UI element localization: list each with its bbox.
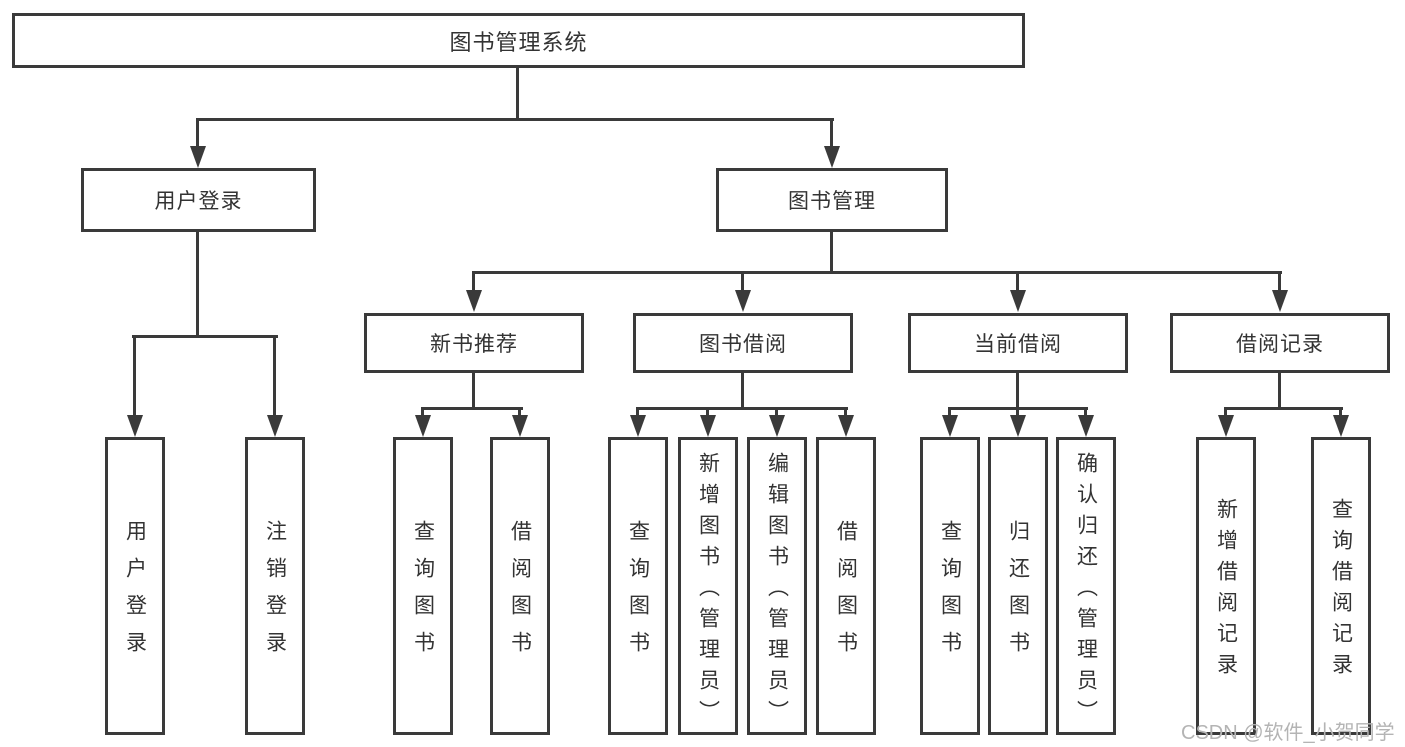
connector-line	[636, 407, 848, 410]
connector-arrowhead	[1272, 290, 1288, 312]
connector-line	[273, 335, 276, 415]
leaf-query-book-3-label: 查询图书	[938, 520, 962, 668]
connector-line	[775, 407, 778, 417]
connector-line	[948, 407, 1088, 410]
leaf-query-book-2: 查询图书	[608, 437, 668, 735]
connector-line	[421, 407, 523, 410]
leaf-borrow-book: 借阅图书	[490, 437, 550, 735]
node-book-management-label: 图书管理	[788, 190, 876, 213]
connector-line	[196, 118, 834, 121]
connector-line	[518, 407, 521, 417]
connector-line	[1278, 373, 1281, 407]
connector-line	[196, 232, 199, 335]
connector-line	[421, 407, 424, 417]
leaf-query-borrow-record-label: 查询借阅记录	[1329, 498, 1353, 684]
node-library-system-label: 图书管理系统	[449, 29, 588, 55]
node-borrow-records-label: 借阅记录	[1236, 333, 1324, 356]
leaf-edit-book-admin-label: 编辑图书（管理员）	[765, 451, 789, 731]
leaf-return-book-label: 归还图书	[1006, 520, 1030, 668]
connector-line	[472, 271, 475, 291]
leaf-add-borrow-record: 新增借阅记录	[1196, 437, 1256, 735]
connector-arrowhead	[630, 415, 646, 437]
node-book-borrowing: 图书借阅	[633, 313, 853, 373]
leaf-user-login-label: 用户登录	[123, 520, 147, 668]
node-user-login-label: 用户登录	[154, 190, 243, 213]
connector-arrowhead	[512, 415, 528, 437]
connector-line	[1084, 407, 1087, 417]
leaf-add-book-admin-label: 新增图书（管理员）	[696, 451, 720, 731]
connector-line	[1278, 271, 1281, 291]
connector-line	[1016, 271, 1019, 291]
connector-line	[741, 271, 744, 291]
connector-line	[1224, 407, 1343, 410]
connector-arrowhead	[700, 415, 716, 437]
leaf-add-borrow-record-label: 新增借阅记录	[1214, 498, 1238, 684]
leaf-logout: 注销登录	[245, 437, 305, 735]
leaf-edit-book-admin: 编辑图书（管理员）	[747, 437, 807, 735]
node-current-borrowing-label: 当前借阅	[974, 333, 1062, 356]
connector-line	[132, 335, 278, 338]
node-book-borrowing-label: 图书借阅	[699, 333, 787, 356]
connector-line	[1016, 373, 1019, 407]
leaf-query-borrow-record: 查询借阅记录	[1311, 437, 1371, 735]
connector-line	[830, 232, 833, 271]
connector-line	[133, 335, 136, 415]
connector-line	[1016, 407, 1019, 417]
connector-arrowhead	[1333, 415, 1349, 437]
connector-arrowhead	[190, 146, 206, 168]
node-new-book-recommend: 新书推荐	[364, 313, 584, 373]
leaf-user-login: 用户登录	[105, 437, 165, 735]
connector-arrowhead	[1010, 290, 1026, 312]
connector-line	[516, 68, 519, 118]
node-new-book-recommend-label: 新书推荐	[430, 333, 518, 356]
connector-arrowhead	[735, 290, 751, 312]
node-current-borrowing: 当前借阅	[908, 313, 1128, 373]
leaf-add-book-admin: 新增图书（管理员）	[678, 437, 738, 735]
connector-line	[636, 407, 639, 417]
node-book-management: 图书管理	[716, 168, 948, 232]
connector-line	[1339, 407, 1342, 417]
connector-arrowhead	[466, 290, 482, 312]
connector-arrowhead	[769, 415, 785, 437]
node-library-system: 图书管理系统	[12, 13, 1025, 68]
connector-line	[741, 373, 744, 407]
connector-line	[844, 407, 847, 417]
connector-arrowhead	[1078, 415, 1094, 437]
connector-arrowhead	[824, 146, 840, 168]
leaf-query-book-3: 查询图书	[920, 437, 980, 735]
connector-arrowhead	[127, 415, 143, 437]
leaf-query-book-label: 查询图书	[411, 520, 435, 668]
connector-line	[948, 407, 951, 417]
connector-line	[196, 118, 199, 146]
connector-arrowhead	[838, 415, 854, 437]
leaf-confirm-return-admin: 确认归还（管理员）	[1056, 437, 1116, 735]
connector-line	[1224, 407, 1227, 417]
connector-arrowhead	[942, 415, 958, 437]
connector-line	[472, 373, 475, 407]
leaf-confirm-return-admin-label: 确认归还（管理员）	[1074, 451, 1098, 731]
node-user-login: 用户登录	[81, 168, 316, 232]
leaf-return-book: 归还图书	[988, 437, 1048, 735]
leaf-borrow-book-2-label: 借阅图书	[834, 520, 858, 668]
connector-arrowhead	[1010, 415, 1026, 437]
connector-arrowhead	[267, 415, 283, 437]
leaf-logout-label: 注销登录	[263, 520, 287, 668]
leaf-query-book: 查询图书	[393, 437, 453, 735]
connector-arrowhead	[415, 415, 431, 437]
connector-line	[830, 118, 833, 146]
node-borrow-records: 借阅记录	[1170, 313, 1390, 373]
watermark: CSDN @软件_小贺同学	[1181, 722, 1395, 744]
leaf-borrow-book-label: 借阅图书	[508, 520, 532, 668]
connector-line	[706, 407, 709, 417]
connector-arrowhead	[1218, 415, 1234, 437]
leaf-borrow-book-2: 借阅图书	[816, 437, 876, 735]
leaf-query-book-2-label: 查询图书	[626, 520, 650, 668]
connector-line	[472, 271, 1282, 274]
